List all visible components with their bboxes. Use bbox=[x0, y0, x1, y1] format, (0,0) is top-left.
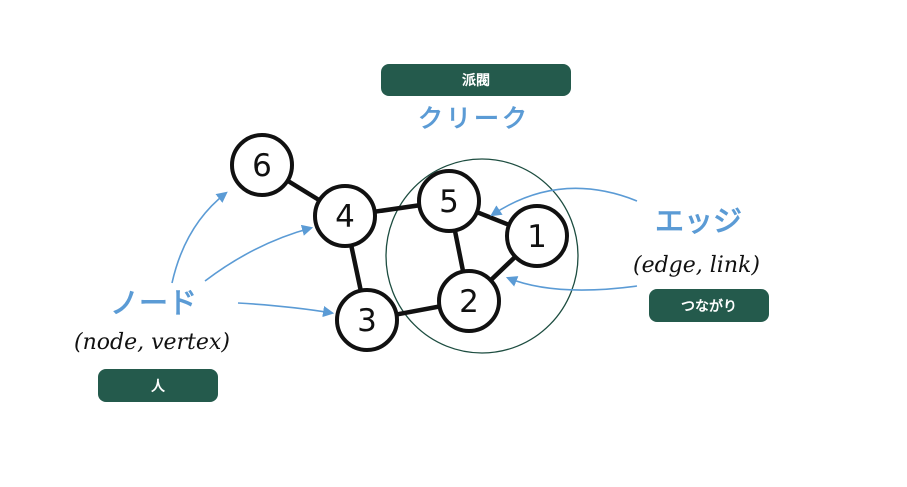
edge-english-label: (edge, link) bbox=[633, 253, 760, 278]
arrow-to-node-3 bbox=[237, 302, 335, 318]
clique-badge: 派閥 bbox=[381, 64, 571, 96]
edge-arrows bbox=[490, 187, 638, 291]
node-badge: 人 bbox=[98, 369, 218, 402]
node-3-label: 3 bbox=[357, 303, 377, 339]
node-4: 4 bbox=[313, 184, 377, 248]
node-1-label: 1 bbox=[527, 219, 547, 255]
arrow-to-edge-1-2 bbox=[505, 276, 638, 291]
clique-circle bbox=[385, 158, 579, 354]
node-label: ノード bbox=[110, 286, 198, 320]
node-4-label: 4 bbox=[335, 199, 355, 235]
node-english-label: (node, vertex) bbox=[74, 330, 230, 355]
clique-label: クリーク bbox=[418, 104, 531, 133]
arrow-to-node-4 bbox=[204, 224, 314, 282]
arrow-to-edge-5-1 bbox=[490, 187, 638, 217]
node-arrows bbox=[171, 191, 335, 318]
node-5: 5 bbox=[417, 169, 481, 233]
node-2-label: 2 bbox=[459, 284, 479, 320]
node-6-label: 6 bbox=[252, 148, 272, 184]
node-3: 3 bbox=[335, 288, 399, 352]
node-6: 6 bbox=[230, 133, 294, 197]
node-1: 1 bbox=[505, 204, 569, 268]
node-2: 2 bbox=[437, 269, 501, 333]
edge-badge: つながり bbox=[649, 289, 769, 322]
edge-label: エッジ bbox=[655, 204, 743, 238]
node-5-label: 5 bbox=[439, 184, 459, 220]
arrow-to-node-6 bbox=[171, 191, 228, 284]
